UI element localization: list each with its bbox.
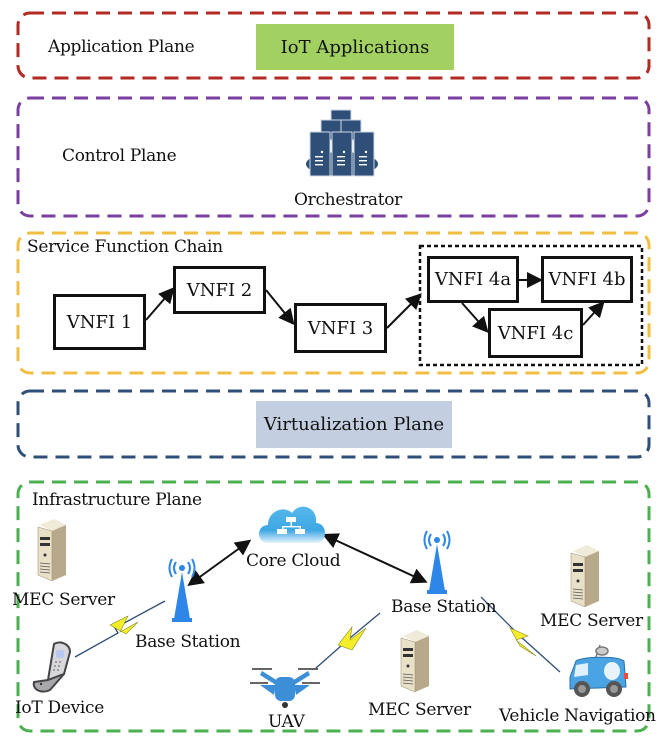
iot-device-icon bbox=[32, 641, 72, 693]
base-station-right-icon bbox=[423, 530, 451, 594]
uav-icon bbox=[250, 668, 320, 708]
base-station-left-icon bbox=[168, 558, 196, 622]
vnfi-4b: VNFI 4b bbox=[541, 256, 633, 303]
core-cloud-label: Core Cloud bbox=[246, 551, 341, 571]
arrow-vnfi2-vnfi3 bbox=[265, 289, 295, 326]
wireless-link-iot-device bbox=[74, 600, 166, 658]
orchestrator-icon bbox=[306, 109, 378, 177]
virtualization-plane-border bbox=[16, 389, 651, 459]
vnfi-2: VNFI 2 bbox=[173, 266, 266, 314]
arrow-vnfi1-vnfi2 bbox=[145, 286, 175, 321]
arrow-vnfi4c-vnfi4b bbox=[582, 301, 605, 326]
base-station-right-label: Base Station bbox=[391, 597, 497, 617]
mec-server-left-icon bbox=[37, 519, 66, 582]
sfc-label: Service Function Chain bbox=[27, 237, 223, 257]
wireless-link-uav bbox=[315, 612, 381, 669]
infrastructure-plane-label: Infrastructure Plane bbox=[32, 490, 202, 510]
mec-server-center-icon bbox=[400, 630, 429, 693]
mec-server-center-label: MEC Server bbox=[368, 700, 471, 720]
virtualization-plane-box: Virtualization Plane bbox=[256, 401, 452, 448]
arrow-vnfi3-vnfi4 bbox=[386, 293, 422, 329]
arrow-vnfi4a-vnfi4c bbox=[461, 302, 489, 333]
iot-applications-box: IoT Applications bbox=[256, 24, 454, 70]
application-plane-label: Application Plane bbox=[48, 37, 195, 57]
vnfi-3: VNFI 3 bbox=[294, 303, 387, 353]
core-cloud-icon bbox=[259, 506, 325, 543]
mec-server-left-label: MEC Server bbox=[12, 590, 115, 610]
orchestrator-label: Orchestrator bbox=[294, 190, 403, 210]
vnf4-group-border bbox=[418, 244, 644, 367]
vnfi-4a: VNFI 4a bbox=[427, 256, 519, 303]
vnfi-4c: VNFI 4c bbox=[488, 308, 583, 358]
control-plane-label: Control Plane bbox=[62, 146, 177, 166]
link-cloud-basestation-left bbox=[187, 539, 252, 587]
link-cloud-basestation-right bbox=[322, 533, 428, 584]
mec-server-right-icon bbox=[570, 545, 599, 608]
wireless-link-vehicle bbox=[480, 596, 561, 673]
infrastructure-plane-border bbox=[16, 480, 651, 733]
sfc-plane-border bbox=[16, 231, 651, 375]
uav-label: UAV bbox=[268, 712, 305, 732]
base-station-left-label: Base Station bbox=[135, 632, 241, 652]
vehicle-navigation-label: Vehicle Navigation bbox=[499, 706, 656, 726]
control-plane-border bbox=[16, 96, 651, 218]
vnfi-1: VNFI 1 bbox=[53, 294, 146, 350]
vehicle-icon bbox=[569, 644, 628, 697]
mec-server-right-label: MEC Server bbox=[540, 611, 643, 631]
application-plane-border bbox=[16, 11, 651, 80]
iot-device-label: IoT Device bbox=[15, 698, 105, 718]
